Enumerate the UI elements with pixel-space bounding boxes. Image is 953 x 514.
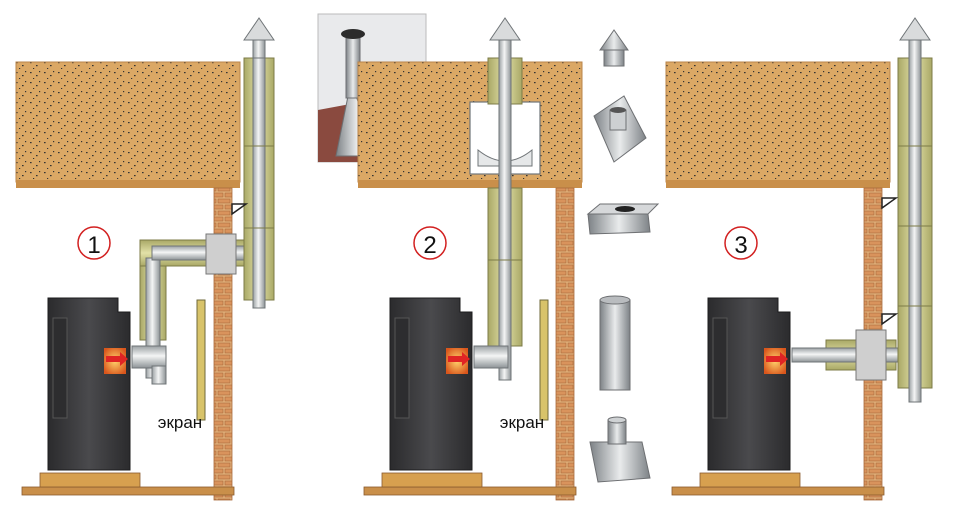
- stove-door: [52, 317, 68, 419]
- wall-passthrough: [205, 233, 237, 275]
- diagram-number-circle: [724, 226, 758, 260]
- stove-base: [39, 472, 141, 488]
- diagram-2: 2 экран: [317, 13, 583, 501]
- ceiling-slab: [665, 61, 891, 183]
- cap-icon: [599, 29, 629, 67]
- ceiling-slab: [15, 61, 241, 183]
- stove: [707, 297, 791, 471]
- components-column: [586, 29, 660, 483]
- stove-base: [381, 472, 483, 488]
- inner-chimney-pipe: [252, 57, 266, 309]
- heat-screen: [196, 299, 206, 421]
- flue-arrow-icon: [766, 352, 788, 366]
- ceiling-edge: [16, 180, 240, 188]
- diagram-number: 1: [87, 232, 100, 259]
- ceiling-edge: [358, 180, 582, 188]
- wall-passthrough: [855, 329, 887, 381]
- floor: [21, 486, 235, 496]
- inner-chimney-pipe: [498, 39, 512, 381]
- roof-flashing-icon: [593, 95, 647, 163]
- inner-chimney-pipe: [908, 39, 922, 403]
- floor: [363, 486, 577, 496]
- ceiling-edge: [666, 180, 890, 188]
- flue-arrow-icon: [448, 352, 470, 366]
- brick-wall: [555, 187, 575, 501]
- chimney-cap-icon: [489, 17, 521, 41]
- wall-bracket-icon: [881, 197, 899, 210]
- tee-adapter-icon: [589, 416, 651, 483]
- wall-bracket-icon: [881, 313, 899, 326]
- chimney-cap-icon: [243, 17, 275, 41]
- tee-fitting: [131, 345, 167, 369]
- chimney-cap-icon: [899, 17, 931, 41]
- diagram-number: 2: [423, 232, 436, 259]
- stove-base: [699, 472, 801, 488]
- screen-label: экран: [158, 413, 202, 432]
- stove-door: [712, 317, 728, 419]
- wall-bracket-icon: [231, 203, 249, 216]
- diagram-number-circle: [413, 226, 447, 260]
- tee-fitting: [473, 345, 509, 369]
- diagram-number: 3: [734, 232, 747, 259]
- diagram-number-circle: [77, 226, 111, 260]
- floor: [671, 486, 885, 496]
- tee-drain: [151, 365, 167, 385]
- heat-screen: [539, 299, 549, 421]
- screen-label: экран: [500, 413, 544, 432]
- diagram-3: 3: [665, 17, 933, 501]
- stove-door: [394, 317, 410, 419]
- stove: [47, 297, 131, 471]
- flue-arrow-icon: [106, 352, 128, 366]
- diagram-1: 1 экран: [15, 17, 275, 501]
- pipe-section-icon: [599, 295, 631, 391]
- ceiling-box-icon: [586, 203, 660, 235]
- stove: [389, 297, 473, 471]
